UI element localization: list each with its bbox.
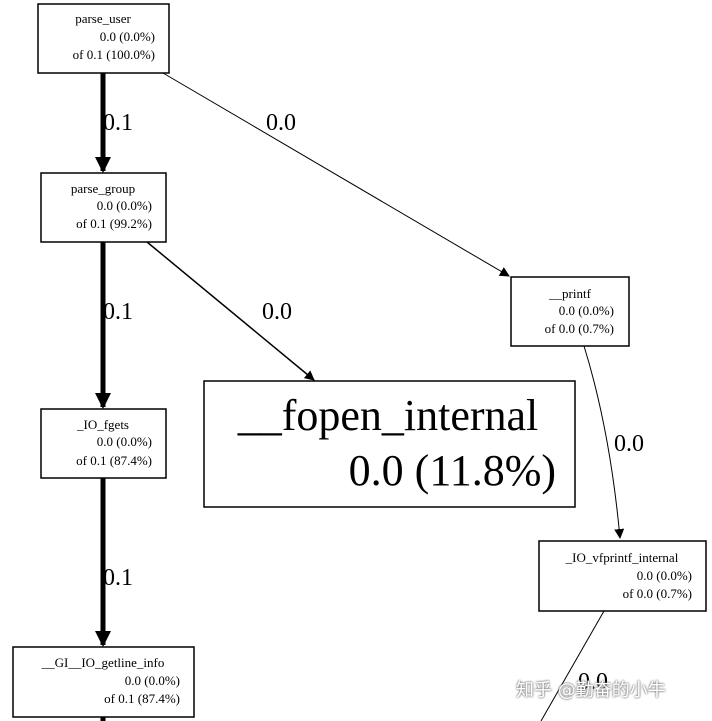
watermark: 知乎 @勤奋的小牛 [516, 680, 666, 701]
edge-label-group-fgets: 0.1 [103, 299, 133, 325]
edge-io-fgets-to-getline-info: 0.1 [95, 478, 133, 647]
edge-parse-user-to-parse-group: 0.1 [95, 73, 133, 173]
node-name: __GI__IO_getline_info [41, 655, 165, 670]
node-parse-group[interactable]: parse_group 0.0 (0.0%) of 0.1 (99.2%) [40, 172, 167, 243]
edge-parse-group-to-fopen-internal: 0.0 [146, 241, 315, 381]
node-total-cost: of 0.1 (100.0%) [73, 47, 155, 62]
node-name: parse_group [71, 181, 135, 196]
node-name: _IO_fgets [76, 417, 129, 432]
node-io-fgets[interactable]: _IO_fgets 0.0 (0.0%) of 0.1 (87.4%) [40, 408, 167, 479]
node-name: __fopen_internal [237, 391, 539, 440]
node-self-cost: 0.0 (0.0%) [97, 198, 152, 213]
edge-label-fgets-getline: 0.1 [103, 565, 133, 591]
node-self-cost: 0.0 (0.0%) [100, 29, 155, 44]
node-parse-user[interactable]: parse_user 0.0 (0.0%) of 0.1 (100.0%) [37, 3, 170, 74]
edge-label-vfprintf-out: 0.0 [578, 669, 608, 695]
node-total-cost: of 0.1 (87.4%) [104, 691, 180, 706]
node-fopen-internal[interactable]: __fopen_internal 0.0 (11.8%) [203, 380, 576, 508]
node-total-cost: of 0.1 (99.2%) [76, 216, 152, 231]
node-self-cost: 0.0 (0.0%) [637, 568, 692, 583]
edge-label-group-fopen: 0.0 [262, 299, 292, 325]
edge-parse-group-to-io-fgets: 0.1 [95, 242, 133, 409]
node-name: _IO_vfprintf_internal [565, 550, 679, 565]
node-name: parse_user [75, 11, 131, 26]
node-self-cost: 0.0 (0.0%) [559, 303, 614, 318]
edge-vfprintf-out: 0.0 [540, 610, 608, 721]
node-printf[interactable]: __printf 0.0 (0.0%) of 0.0 (0.7%) [510, 276, 630, 347]
node-total-cost: of 0.0 (0.7%) [545, 321, 614, 336]
node-self-cost: 0.0 (0.0%) [125, 673, 180, 688]
node-self-cost: 0.0 (11.8%) [349, 446, 556, 495]
node-self-cost: 0.0 (0.0%) [97, 434, 152, 449]
edge-label-printf-vfprintf: 0.0 [614, 431, 644, 457]
edge-printf-to-vfprintf: 0.0 [583, 345, 644, 539]
node-name: __printf [548, 286, 592, 301]
node-total-cost: of 0.1 (87.4%) [76, 453, 152, 468]
edge-label-user-group: 0.1 [103, 110, 133, 136]
node-io-vfprintf-internal[interactable]: _IO_vfprintf_internal 0.0 (0.0%) of 0.0 … [538, 540, 707, 612]
node-gi-io-getline-info[interactable]: __GI__IO_getline_info 0.0 (0.0%) of 0.1 … [12, 646, 195, 718]
node-total-cost: of 0.0 (0.7%) [623, 586, 692, 601]
edge-parse-user-to-printf: 0.0 [162, 72, 510, 277]
edge-label-user-printf: 0.0 [266, 110, 296, 136]
